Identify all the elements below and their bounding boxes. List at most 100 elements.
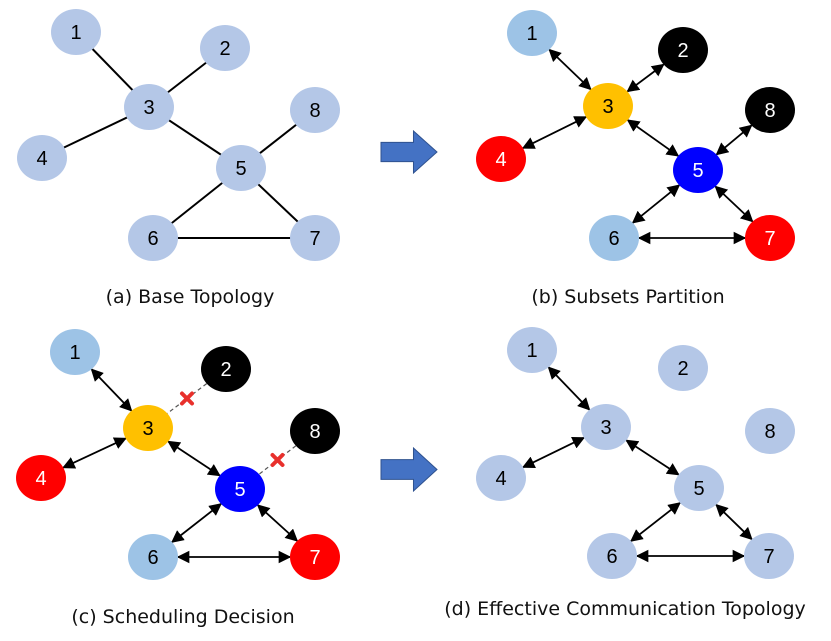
node-label: 6 [608, 228, 619, 250]
node-label: 5 [693, 478, 704, 500]
node-label: 3 [143, 97, 154, 119]
node-b-8: 8 [745, 87, 795, 133]
node-a-4: 4 [17, 135, 67, 181]
node-label: 1 [526, 340, 537, 362]
node-d-5: 5 [674, 465, 724, 511]
node-label: 2 [220, 359, 231, 381]
edge-b-3-5-bidirectional-arrow [626, 119, 680, 157]
transition-arrow-icon-c-d [380, 446, 438, 493]
node-c-8: 8 [290, 408, 340, 454]
edge-c-4-3-bidirectional-arrow [62, 437, 127, 469]
panel-c-edges [62, 368, 299, 564]
node-label: 3 [600, 417, 611, 439]
node-label: 4 [35, 468, 46, 490]
node-label: 8 [764, 100, 775, 122]
panel-a-nodes: 1 2 3 4 5 6 7 8 [17, 9, 340, 261]
transition-arrow-icon-a-b [380, 129, 438, 175]
node-b-4: 4 [476, 136, 526, 182]
node-b-6: 6 [589, 215, 639, 261]
node-label: 1 [70, 22, 81, 44]
node-d-2: 2 [658, 345, 708, 391]
node-a-6: 6 [128, 215, 178, 261]
node-label: 5 [234, 479, 245, 501]
edge-b-5-7-bidirectional-arrow [714, 185, 754, 223]
node-b-1: 1 [507, 10, 557, 56]
edge-b-5-6-bidirectional-arrow [631, 184, 681, 224]
captions-layer: (a) Base Topology (b) Subsets Partition … [71, 286, 805, 628]
node-b-5: 5 [673, 147, 723, 193]
node-a-5: 5 [216, 145, 266, 191]
node-b-3: 3 [583, 83, 633, 129]
caption-b: (b) Subsets Partition [531, 286, 724, 308]
nodes-layer: 1 2 3 4 5 6 7 8 1 2 3 4 5 6 7 8 1 2 3 4 5 6 7 8 1 2 3 4 5 6 7 8 [16, 9, 795, 580]
edge-d-1-3-bidirectional-arrow [547, 366, 591, 411]
node-label: 3 [602, 96, 613, 118]
node-label: 1 [526, 23, 537, 45]
node-label: 7 [309, 228, 320, 250]
edge-b-4-3-bidirectional-arrow [521, 116, 588, 149]
node-label: 8 [764, 421, 775, 443]
node-label: 2 [677, 40, 688, 62]
node-label: 8 [309, 100, 320, 122]
panel-b-nodes: 1 2 3 4 5 6 7 8 [476, 10, 795, 261]
edge-c-5-6-bidirectional-arrow [171, 503, 222, 543]
edge-d-5-6-bidirectional-arrow [630, 502, 681, 542]
node-label: 2 [677, 358, 688, 380]
transition-arrows-layer [380, 129, 438, 493]
node-c-3: 3 [123, 405, 173, 451]
edge-b-8-5-bidirectional-arrow [715, 124, 753, 156]
edge-c-2-3-cut-cross-icon [180, 391, 194, 406]
node-c-5: 5 [215, 466, 265, 512]
node-c-2: 2 [201, 346, 251, 392]
node-label: 2 [219, 38, 230, 60]
panel-c-nodes: 1 2 3 4 5 6 7 8 [16, 329, 340, 580]
node-a-7: 7 [290, 215, 340, 261]
node-d-3: 3 [581, 404, 631, 450]
node-b-2: 2 [658, 27, 708, 73]
node-d-1: 1 [507, 327, 557, 373]
node-label: 4 [36, 148, 47, 170]
caption-a: (a) Base Topology [106, 286, 275, 308]
node-d-4: 4 [476, 455, 526, 501]
node-label: 6 [147, 228, 158, 250]
node-label: 7 [763, 546, 774, 568]
node-a-2: 2 [200, 25, 250, 71]
node-label: 7 [309, 547, 320, 569]
panel-d-edges [521, 366, 753, 563]
node-label: 4 [495, 468, 506, 490]
panel-d-nodes: 1 2 3 4 5 6 7 8 [476, 327, 795, 579]
caption-d: (d) Effective Communication Topology [444, 598, 806, 620]
node-label: 6 [147, 547, 158, 569]
node-label: 5 [692, 160, 703, 182]
node-a-3: 3 [124, 84, 174, 130]
edge-c-3-5-bidirectional-arrow [167, 440, 221, 477]
edge-d-3-5-bidirectional-arrow [625, 439, 680, 476]
node-label: 4 [495, 149, 506, 171]
edge-c-5-7-bidirectional-arrow [256, 504, 299, 542]
node-a-8: 8 [290, 87, 340, 133]
panel-b-edges [521, 48, 754, 245]
node-c-1: 1 [50, 329, 100, 375]
node-d-6: 6 [587, 533, 637, 579]
node-b-7: 7 [745, 215, 795, 261]
panel-a-edges [41, 31, 316, 239]
edge-c-8-5-cut-cross-icon [270, 453, 285, 467]
edge-d-5-7-bidirectional-arrow [715, 503, 753, 541]
node-label: 3 [142, 418, 153, 440]
node-label: 6 [606, 546, 617, 568]
edge-c-1-3-bidirectional-arrow [90, 368, 133, 412]
node-d-8: 8 [745, 408, 795, 454]
node-a-1: 1 [51, 9, 101, 55]
node-d-7: 7 [744, 533, 794, 579]
node-label: 1 [69, 342, 80, 364]
edge-b-2-3-bidirectional-arrow [626, 63, 665, 93]
node-c-7: 7 [290, 534, 340, 580]
node-c-4: 4 [16, 455, 66, 501]
node-c-6: 6 [128, 534, 178, 580]
node-label: 8 [309, 421, 320, 443]
node-label: 7 [764, 228, 775, 250]
edge-b-1-3-bidirectional-arrow [548, 48, 592, 91]
node-label: 5 [235, 158, 246, 180]
edge-d-4-3-bidirectional-arrow [521, 436, 586, 469]
